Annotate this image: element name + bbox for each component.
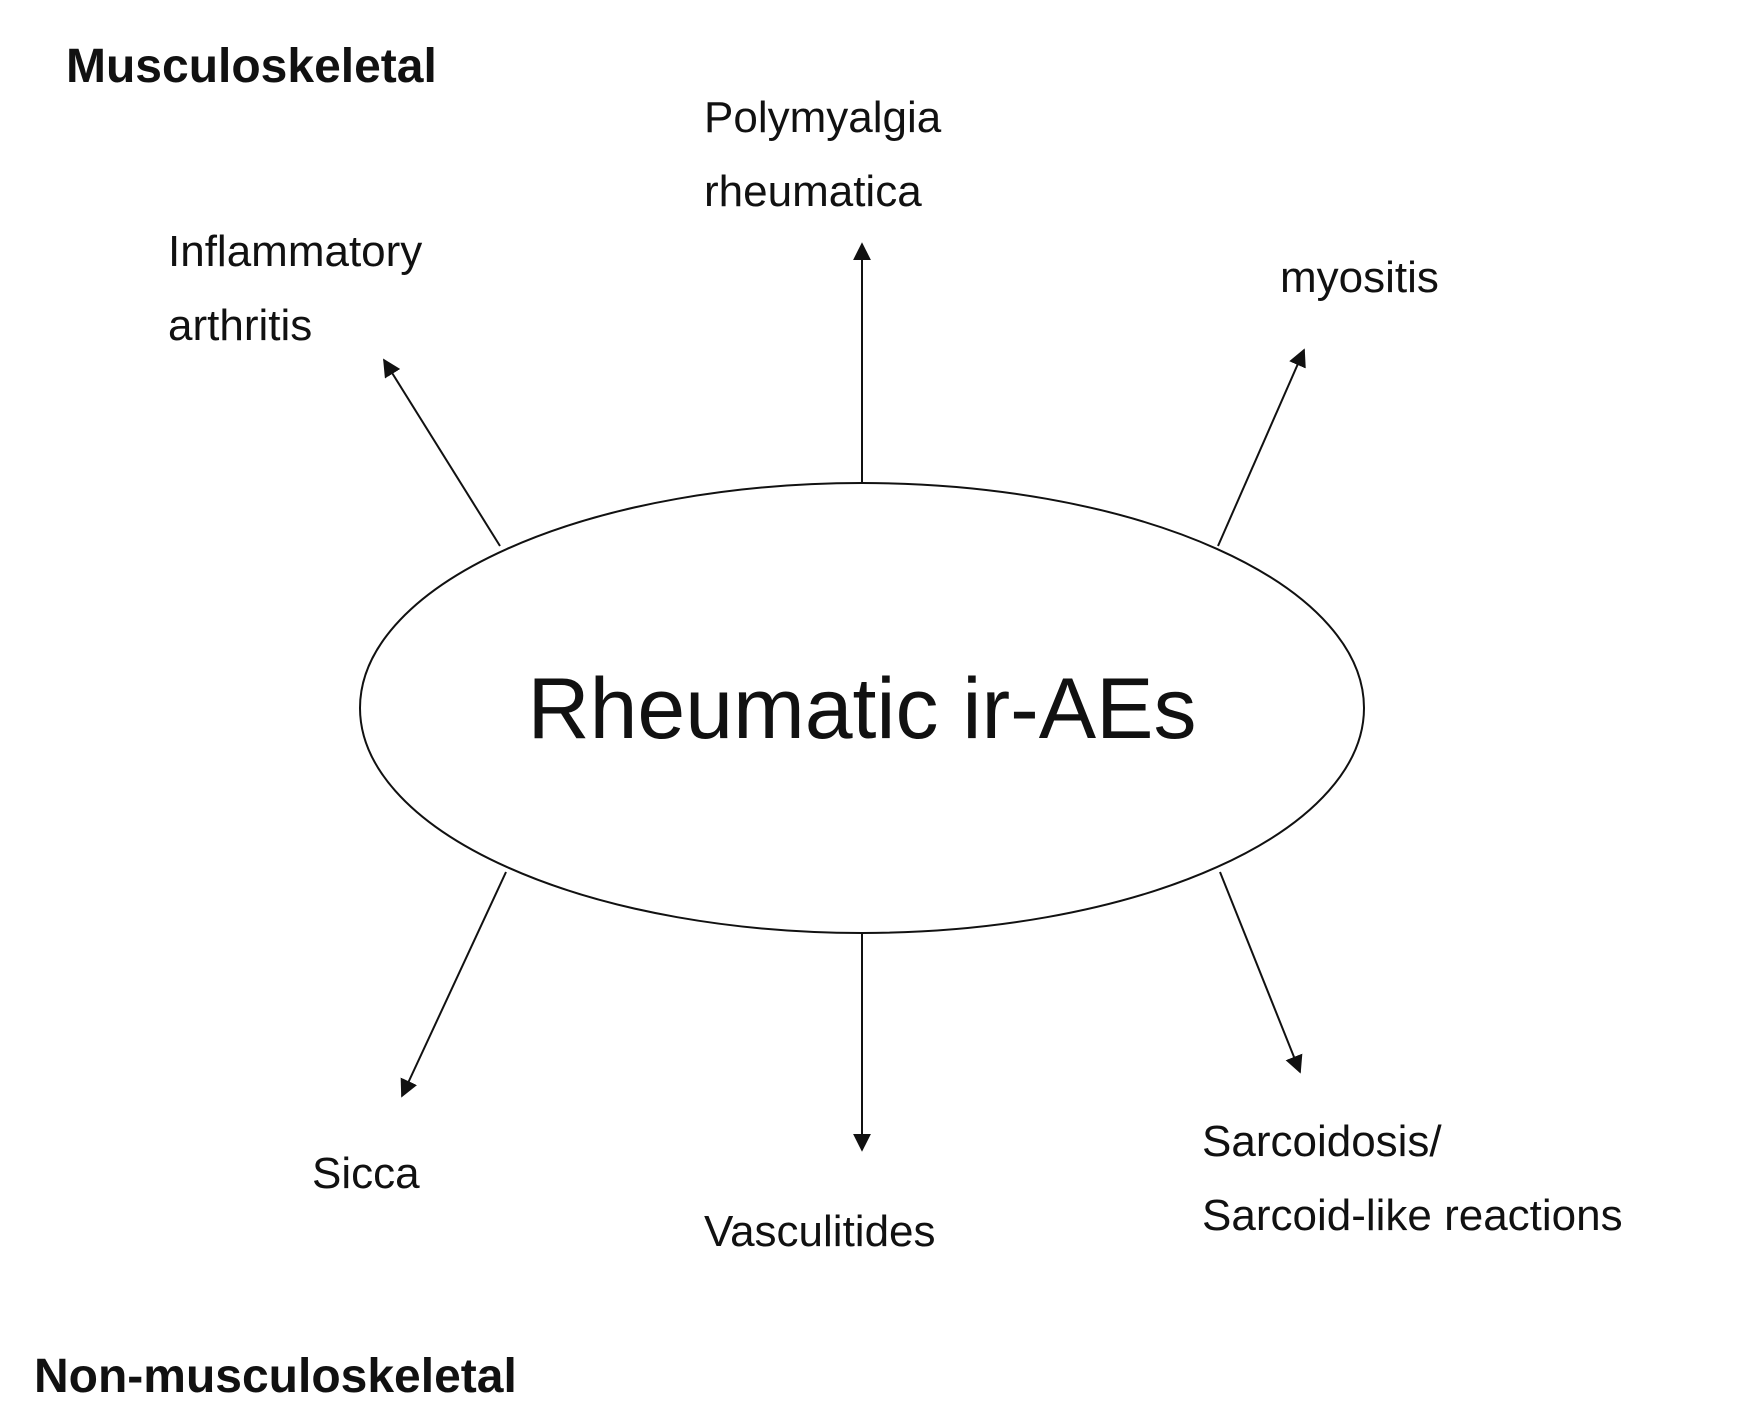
arrow-to-myositis bbox=[1217, 348, 1306, 547]
musculoskeletal-heading: Musculoskeletal bbox=[66, 40, 437, 93]
sarcoidosis-label: Sarcoidosis/ Sarcoid-like reactions bbox=[1202, 1117, 1623, 1240]
vasculitides-label: Vasculitides bbox=[704, 1207, 936, 1256]
sicca-label: Sicca bbox=[312, 1149, 420, 1198]
center-label: Rheumatic ir-AEs bbox=[527, 661, 1196, 757]
arrow-to-sarcoidosis bbox=[1219, 871, 1303, 1074]
center-ellipse bbox=[359, 482, 1365, 934]
polymyalgia-rheumatica-label: Polymyalgia rheumatica bbox=[704, 93, 953, 216]
arrow-to-sicca bbox=[400, 871, 507, 1098]
inflammatory-arthritis-label: Inflammatory arthritis bbox=[168, 227, 435, 350]
myositis-label: myositis bbox=[1280, 253, 1439, 302]
non-musculoskeletal-heading: Non-musculoskeletal bbox=[34, 1350, 517, 1403]
arrow-to-inflammatory-arthritis bbox=[383, 358, 501, 547]
